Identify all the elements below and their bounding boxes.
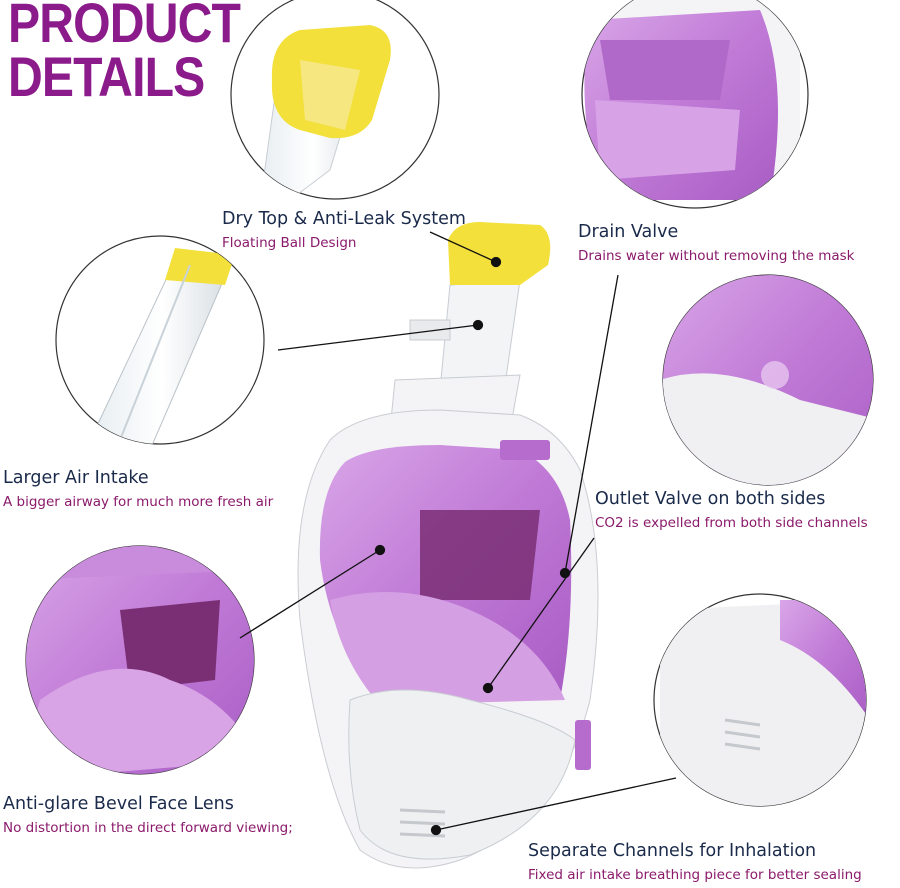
snorkel-mask: [297, 222, 599, 869]
leader-line-face-lens: [239, 549, 381, 639]
feature-desc: No distortion in the direct forward view…: [3, 820, 293, 836]
drain-valve-closeup: [581, 0, 809, 209]
feature-name: Dry Top & Anti-Leak System: [222, 209, 466, 229]
title-line-2: DETAILS: [8, 45, 205, 108]
page-title: PRODUCT DETAILS: [8, 0, 241, 108]
feature-face-lens: Anti-glare Bevel Face Lens No distortion…: [3, 793, 293, 838]
outlet-valve-closeup: [662, 274, 874, 486]
feature-name: Drain Valve: [578, 222, 679, 242]
feature-dry-top: Dry Top & Anti-Leak System Floating Ball…: [222, 208, 466, 253]
feature-desc: Floating Ball Design: [222, 235, 357, 251]
feature-desc: Fixed air intake breathing piece for bet…: [528, 867, 862, 883]
face-lens-closeup: [25, 545, 255, 775]
leader-dot-drain-valve: [559, 567, 571, 579]
leader-dot-air-intake: [472, 319, 484, 331]
feature-outlet-valve: Outlet Valve on both sides CO2 is expell…: [595, 488, 868, 533]
leader-line-drain-valve: [564, 274, 619, 574]
feature-desc: A bigger airway for much more fresh air: [3, 494, 274, 510]
feature-air-intake: Larger Air Intake A bigger airway for mu…: [3, 467, 273, 512]
leader-dot-dry-top: [490, 256, 502, 268]
feature-name: Separate Channels for Inhalation: [528, 841, 817, 861]
feature-name: Anti-glare Bevel Face Lens: [3, 794, 234, 814]
title-line-1: PRODUCT: [8, 0, 241, 54]
feature-desc: CO2 is expelled from both side channels: [595, 515, 868, 531]
leader-line-inhalation: [435, 777, 677, 831]
feature-name: Larger Air Intake: [3, 468, 149, 488]
feature-desc: Drains water without removing the mask: [578, 248, 855, 264]
leader-dot-inhalation: [430, 824, 442, 836]
leader-line-air-intake: [277, 324, 479, 351]
feature-drain-valve: Drain Valve Drains water without removin…: [578, 221, 855, 266]
leader-line-dry-top: [429, 231, 497, 263]
leader-dot-face-lens: [374, 544, 386, 556]
feature-name: Outlet Valve on both sides: [595, 489, 826, 509]
air-intake-closeup: [55, 235, 265, 445]
leader-line-outlet-valve: [487, 537, 595, 689]
dry-top-closeup: [230, 0, 440, 200]
feature-inhalation: Separate Channels for Inhalation Fixed a…: [528, 840, 862, 885]
inhalation-channels-closeup: [653, 593, 867, 807]
leader-dot-outlet-valve: [482, 682, 494, 694]
